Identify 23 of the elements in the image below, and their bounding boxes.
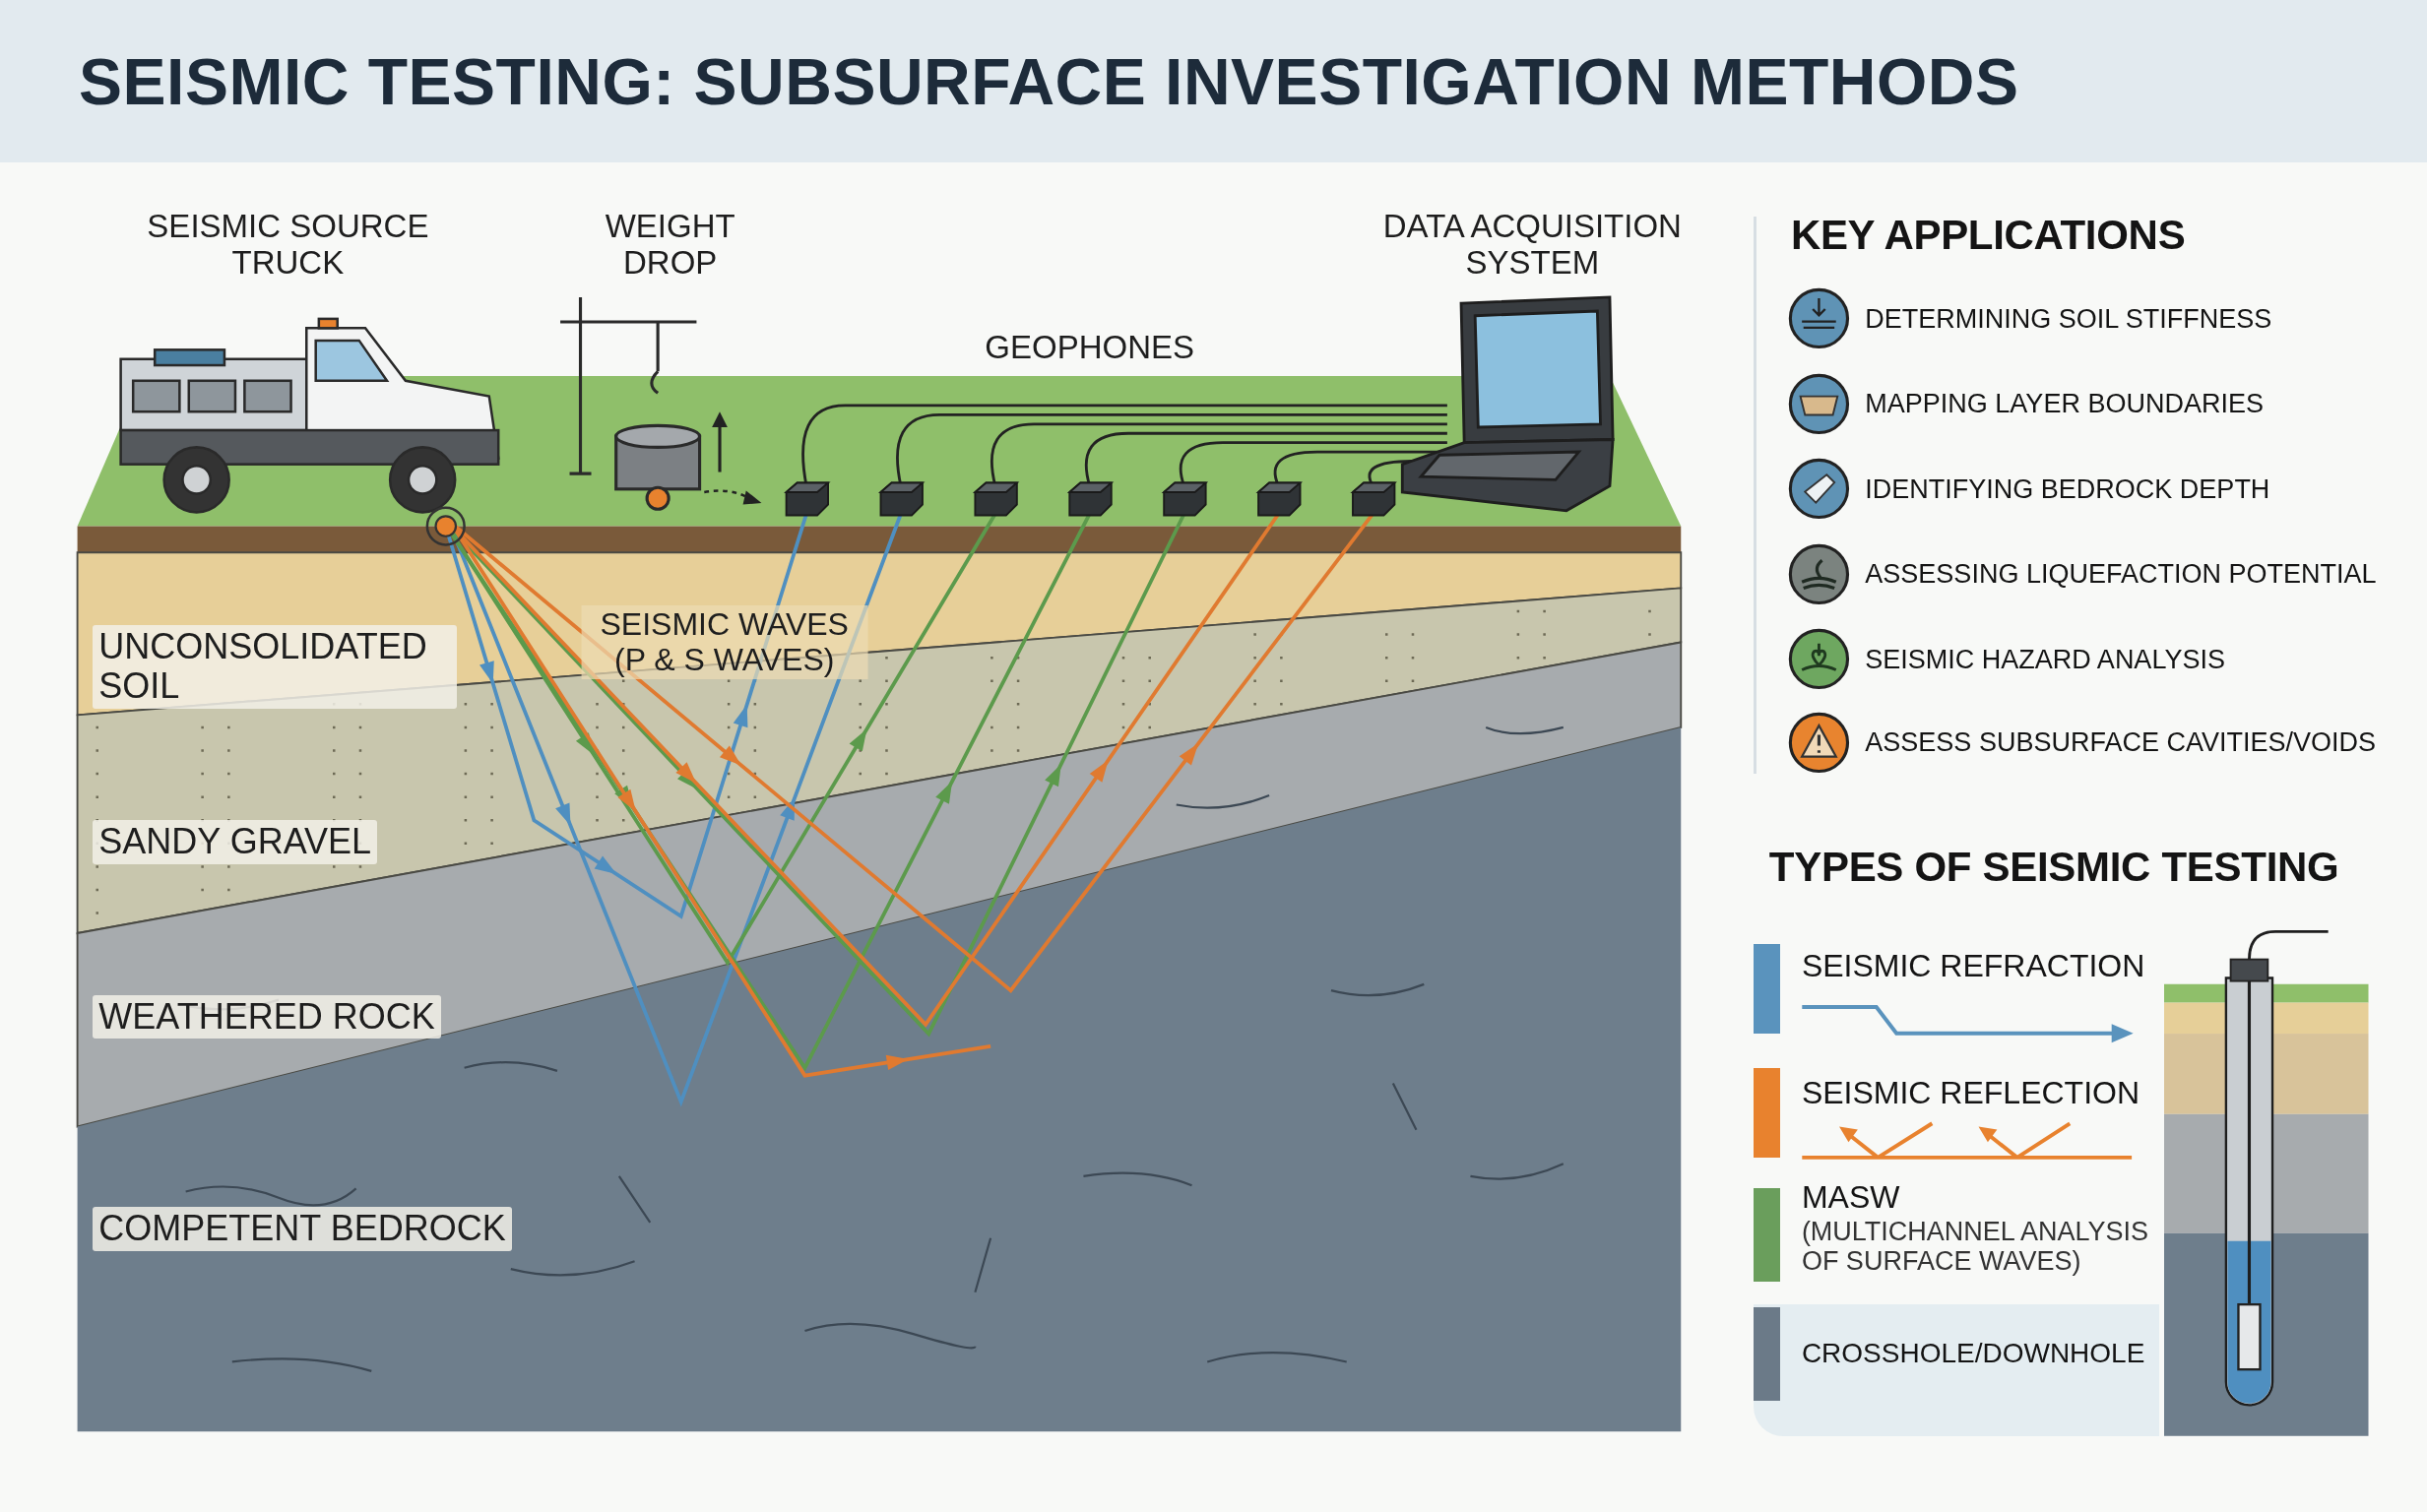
part-label: SEISMIC SOURCE TRUCK [146,209,430,283]
wave-label: SEISMIC WAVES (P & S WAVES) [581,604,868,680]
page-title: SEISMIC TESTING: SUBSURFACE INVESTIGATION METHODS [79,43,2019,119]
section-heading: TYPES OF SEISMIC TESTING [1768,843,2339,890]
layer-label: WEATHERED ROCK [93,994,441,1040]
layer-label: COMPETENT BEDROCK [93,1207,512,1251]
legend-text: CROSSHOLE/DOWNHOLE [1801,1338,2145,1369]
application-text: IDENTIFYING BEDROCK DEPTH [1865,472,2270,506]
part-label: WEIGHT DROP [604,209,736,283]
application-text: ASSESS SUBSURFACE CAVITIES/VOIDS [1865,726,2376,760]
application-text: ASSESSING LIQUEFACTION POTENTIAL [1865,558,2377,592]
part-label: DATA ACQUISITION SYSTEM [1381,209,1683,283]
application-text: DETERMINING SOIL STIFFNESS [1865,302,2272,336]
layer-label: SANDY GRAVEL [93,820,378,864]
application-text: SEISMIC HAZARD ANALYSIS [1865,643,2225,676]
legend-text: MASW [1801,1180,1900,1216]
legend-text: SEISMIC REFLECTION [1801,1075,2140,1110]
legend-text: SEISMIC REFRACTION [1801,948,2145,983]
layer-label: UNCONSOLIDATED SOIL [93,625,457,709]
section-heading: KEY APPLICATIONS [1790,212,2186,259]
part-label: GEOPHONES [984,329,1196,366]
legend-note: (MULTICHANNEL ANALYSIS OF SURFACE WAVES) [1801,1216,2149,1277]
application-text: MAPPING LAYER BOUNDARIES [1865,388,2264,421]
